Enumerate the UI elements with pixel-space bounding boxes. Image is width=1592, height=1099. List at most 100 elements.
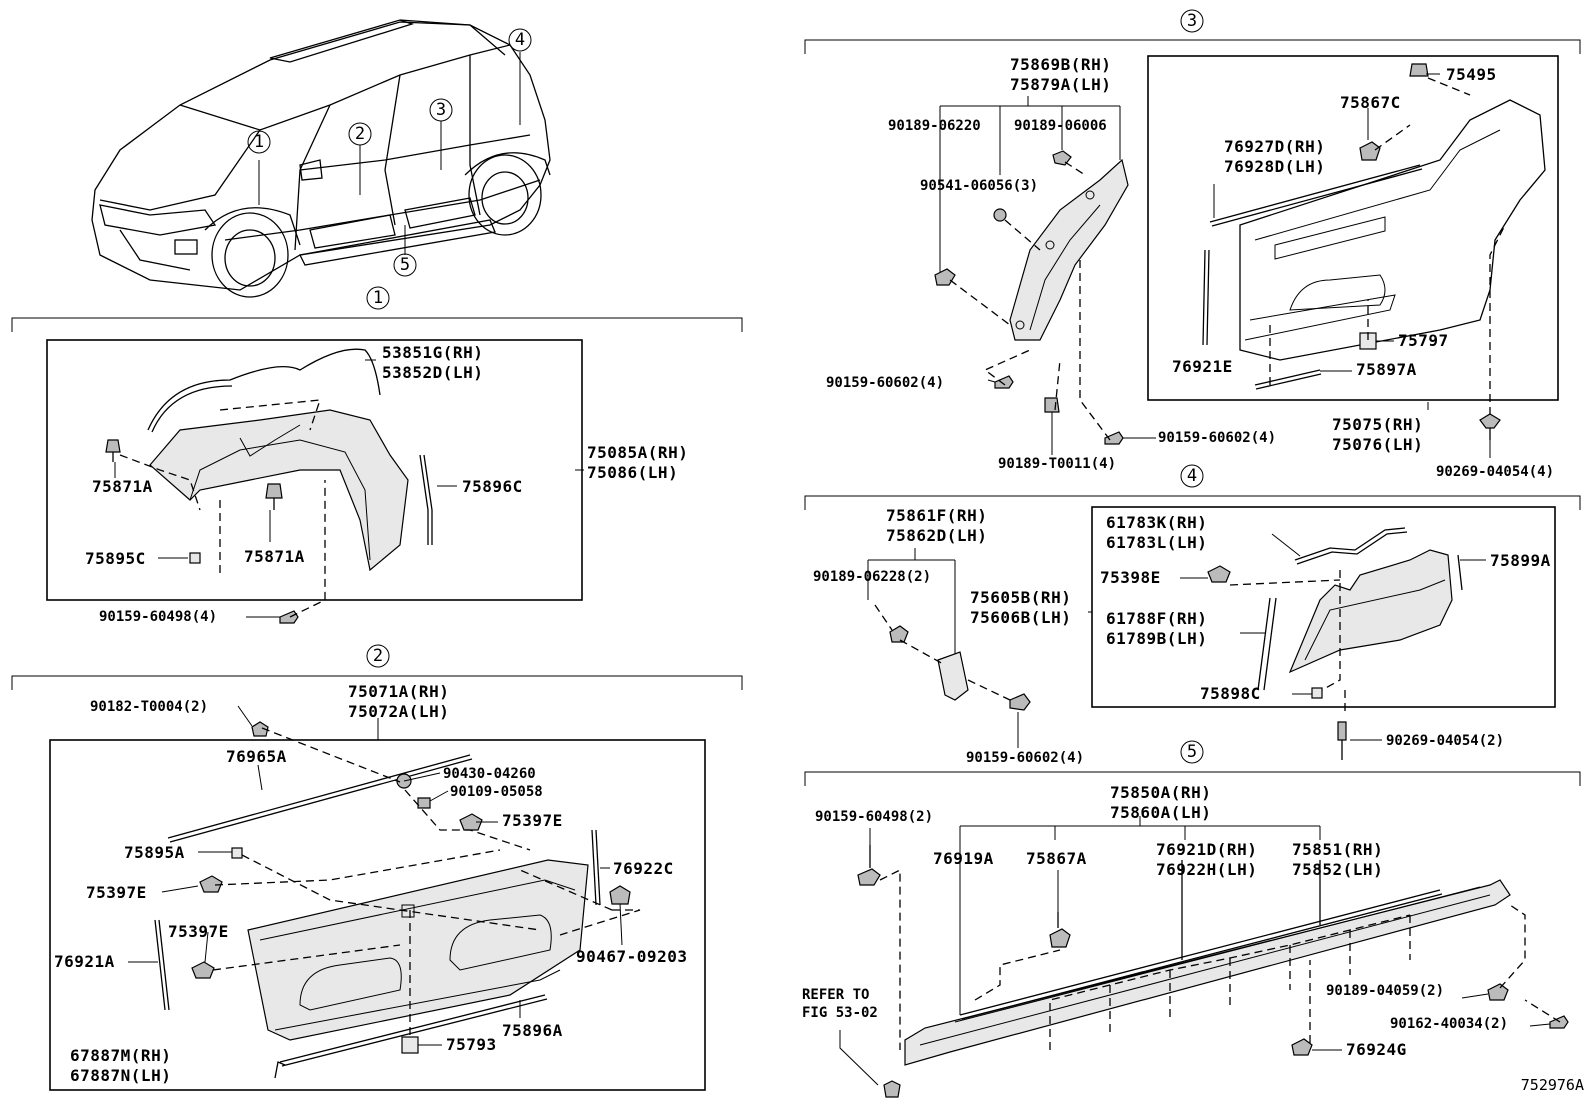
callout-1-text: 1 [254,132,264,152]
bracket-part [1009,158,1129,341]
screw-icon [857,868,881,886]
clip-icon [609,885,631,905]
screw-icon [1104,431,1124,445]
section-3: 3 [804,9,1581,480]
label-76921D: 76921D(RH) [1156,840,1257,859]
label-75867C: 75867C [1340,93,1401,112]
clip-icon [1052,150,1072,166]
label-90189-T0011: 90189-T0011(4) [998,456,1116,472]
section-1-number: 1 [373,288,383,308]
door-garnish-panel [247,859,589,1041]
lower-quarter-garnish [1288,549,1453,674]
clip-icon [1487,983,1509,1001]
label-90159-60602-a: 90159-60602(4) [826,375,944,391]
label-75793: 75793 [446,1035,497,1054]
label-75850A: 75850A(RH) [1110,783,1211,802]
retainer-icon [231,847,243,859]
label-76924G: 76924G [1346,1040,1407,1059]
label-61788F: 61788F(RH) [1106,609,1207,628]
label-90162-40034: 90162-40034(2) [1390,1016,1508,1032]
label-75898C: 75898C [1200,684,1261,703]
quarter-garnish [1239,99,1546,361]
callout-1 [247,130,271,154]
retainer-icon [1311,687,1323,699]
label-76928D: 76928D(LH) [1224,157,1325,176]
bolt-icon [883,1080,901,1098]
label-67887N: 67887N(LH) [70,1066,171,1085]
label-75072A: 75072A(LH) [348,702,449,721]
bolt-icon [417,797,431,809]
section-2: 2 [11,644,743,1091]
screw-icon [279,610,299,624]
callout-3-text: 3 [436,100,446,120]
label-90159-60602-c: 90159-60602(4) [966,750,1084,766]
clip-icon [1337,721,1347,741]
label-90269-04054-a: 90269-04054(4) [1436,464,1554,480]
bracket-part [937,651,969,701]
label-75398E: 75398E [1100,568,1161,587]
rocker-molding [904,879,1511,1066]
nut-icon [993,208,1007,222]
label-90159-60602-b: 90159-60602(4) [1158,430,1276,446]
label-67887M: 67887M(RH) [70,1046,171,1065]
callout-4-text: 4 [515,30,525,50]
clip-icon [1409,63,1429,77]
label-75852: 75852(LH) [1292,860,1383,879]
label-53852D: 53852D(LH) [382,363,483,382]
section-4: 4 7 [804,464,1581,766]
label-75869B: 75869B(RH) [1010,55,1111,74]
label-75797: 75797 [1398,331,1449,350]
callout-2-text: 2 [355,124,365,144]
label-90541-06056: 90541-06056(3) [920,178,1038,194]
label-76919A: 76919A [933,849,994,868]
section-1: 1 53851G(RH) 53852D(LH) 75 [11,286,743,625]
clip-icon [1291,1038,1313,1056]
fender-molding [147,348,381,431]
label-90159-60498-b: 90159-60498(2) [815,809,933,825]
clip-icon [1207,565,1231,583]
label-75897A: 75897A [1356,360,1417,379]
label-61789B: 61789B(LH) [1106,629,1207,648]
clip-icon [265,483,283,499]
label-75397E-low: 75397E [168,922,229,941]
vehicle-overview: 1 2 3 4 5 [91,19,551,298]
label-75895A: 75895A [124,843,185,862]
callout-3 [429,98,453,122]
label-75071A: 75071A(RH) [348,682,449,701]
clip-icon [1044,397,1060,413]
screw-icon [1009,693,1031,711]
label-75879A: 75879A(LH) [1010,75,1111,94]
label-90109-05058: 90109-05058 [450,784,543,800]
label-76921A: 76921A [54,952,115,971]
label-75086: 75086(LH) [587,463,678,482]
label-76965A: 76965A [226,747,287,766]
section-5: 5 [802,740,1581,1098]
section-4-number: 4 [1187,466,1197,486]
label-76927D: 76927D(RH) [1224,137,1325,156]
label-75867A: 75867A [1026,849,1087,868]
label-76921E: 76921E [1172,357,1233,376]
label-90189-06228: 90189-06228(2) [813,569,931,585]
wheel-arch-flare [149,409,409,572]
label-75495: 75495 [1446,65,1497,84]
label-75871A-right: 75871A [244,547,305,566]
label-75862D: 75862D(LH) [886,526,987,545]
label-75605B: 75605B(RH) [970,588,1071,607]
label-75899A: 75899A [1490,551,1551,570]
label-75076: 75076(LH) [1332,435,1423,454]
label-75871A-left: 75871A [92,477,153,496]
label-75851: 75851(RH) [1292,840,1383,859]
label-90269-04054-b: 90269-04054(2) [1386,733,1504,749]
clip-icon [105,439,121,453]
label-75397E-top: 75397E [502,811,563,830]
clip-icon [1049,928,1071,948]
label-75397E-mid: 75397E [86,883,147,902]
label-90189-06006: 90189-06006 [1014,118,1107,134]
clip-icon [1359,141,1381,161]
label-75895C: 75895C [85,549,146,568]
clip-icon [199,875,223,893]
label-90189-06220: 90189-06220 [888,118,981,134]
section-5-number: 5 [1187,742,1197,762]
label-90159-60498: 90159-60498(4) [99,609,217,625]
